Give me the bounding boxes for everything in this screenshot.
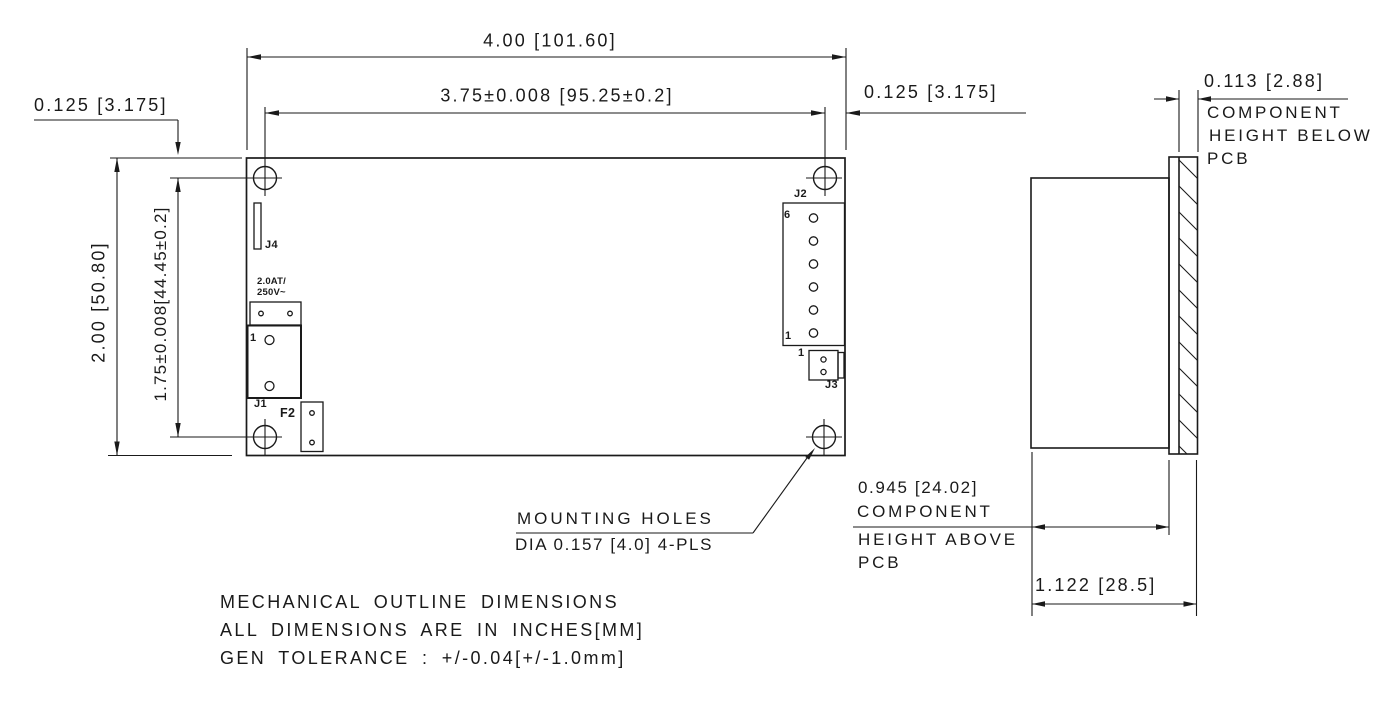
side-view bbox=[1030, 156, 1199, 455]
label-below-line1: COMPONENT bbox=[1207, 103, 1343, 122]
dim-text-hole-pitch-horizontal: 3.75±0.008 [95.25±0.2] bbox=[440, 85, 674, 106]
label-below-line3: PCB bbox=[1207, 149, 1251, 168]
dim-hole-pitch-horizontal bbox=[264, 107, 826, 196]
mounting-hole-bottom-right bbox=[806, 419, 842, 455]
label-j2-pin1: 1 bbox=[785, 330, 792, 342]
label-above-line1: COMPONENT bbox=[857, 502, 993, 521]
board-outline bbox=[245, 157, 846, 457]
dim-text-overall-depth: 1.122 [28.5] bbox=[1035, 575, 1157, 595]
dim-text-component-height-above: 0.945 [24.02] bbox=[858, 478, 979, 497]
dim-overall-width bbox=[246, 48, 847, 150]
connector-j2 bbox=[782, 202, 846, 347]
dimension-lines bbox=[34, 48, 1348, 616]
label-j1: J1 bbox=[254, 398, 268, 410]
fuse-clip bbox=[249, 301, 302, 326]
label-above-line2: HEIGHT ABOVE bbox=[858, 530, 1018, 549]
dim-component-height-above bbox=[853, 452, 1170, 616]
leader-mounting-holes bbox=[516, 448, 815, 534]
dim-component-height-below bbox=[1154, 90, 1348, 152]
label-above-line3: PCB bbox=[858, 553, 902, 572]
dim-text-edge-offset-left: 0.125 [3.175] bbox=[34, 95, 168, 115]
mounting-holes bbox=[170, 165, 842, 455]
board-components bbox=[246, 202, 846, 453]
label-j1-pin1: 1 bbox=[250, 332, 257, 344]
dim-text-overall-height: 2.00 [50.80] bbox=[88, 241, 109, 363]
note-line3: GEN TOLERANCE : +/-0.04[+/-1.0mm] bbox=[220, 648, 626, 668]
label-fuse-rating-line1: 2.0AT/ bbox=[257, 276, 287, 287]
mounting-note-line2: DIA 0.157 [4.0] 4-PLS bbox=[515, 535, 714, 554]
fuse-f2 bbox=[300, 401, 324, 453]
note-line2: ALL DIMENSIONS ARE IN INCHES[MM] bbox=[220, 620, 645, 640]
side-pcb-hatch bbox=[1179, 157, 1198, 454]
dim-text-overall-width: 4.00 [101.60] bbox=[483, 30, 617, 51]
mounting-note-line1: MOUNTING HOLES bbox=[517, 509, 714, 528]
connector-j4-slot bbox=[253, 202, 262, 250]
label-j3: J3 bbox=[825, 379, 839, 391]
label-j4: J4 bbox=[265, 239, 279, 251]
dim-edge-offset-right bbox=[846, 110, 1026, 116]
dim-edge-offset-left bbox=[34, 119, 181, 155]
dim-text-edge-offset-right: 0.125 [3.175] bbox=[864, 82, 998, 102]
side-component-body bbox=[1030, 177, 1170, 449]
label-j2: J2 bbox=[794, 188, 808, 200]
dim-overall-height bbox=[108, 157, 242, 457]
label-below-line2: HEIGHT BELOW bbox=[1209, 126, 1373, 145]
dim-text-hole-pitch-vertical: 1.75±0.008[44.45±0.2] bbox=[151, 206, 171, 402]
connector-j1 bbox=[246, 324, 302, 399]
connector-j3 bbox=[808, 349, 845, 381]
mounting-hole-top-right bbox=[806, 165, 842, 191]
label-j2-pin6: 6 bbox=[784, 209, 791, 221]
label-f2: F2 bbox=[280, 406, 296, 420]
dim-overall-depth bbox=[1032, 460, 1198, 616]
dim-hole-pitch-vertical bbox=[175, 178, 181, 437]
label-fuse-rating-line2: 250V~ bbox=[257, 286, 286, 298]
mounting-hole-bottom-left bbox=[170, 419, 282, 455]
label-j3-pin1: 1 bbox=[798, 347, 805, 359]
note-line1: MECHANICAL OUTLINE DIMENSIONS bbox=[220, 592, 619, 612]
dim-text-component-height-below: 0.113 [2.88] bbox=[1204, 71, 1325, 91]
